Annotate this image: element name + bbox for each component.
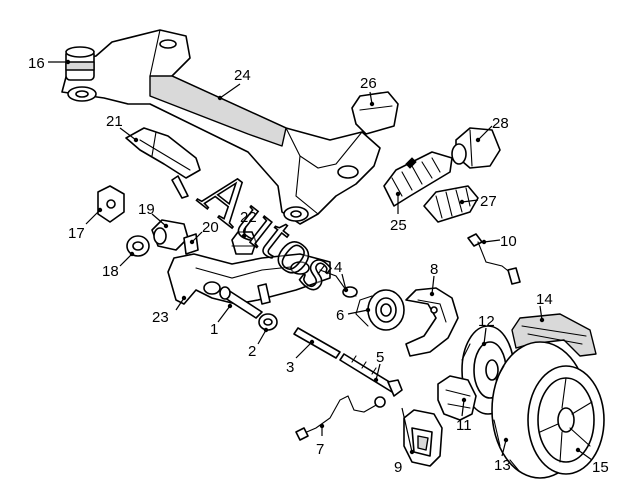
subframe-crossmember xyxy=(61,29,381,225)
callout-16: 16 xyxy=(28,55,45,72)
callout-9: 9 xyxy=(394,459,402,476)
reinforcement-bracket xyxy=(125,127,201,199)
callout-18: 18 xyxy=(102,263,119,280)
dust-boot xyxy=(451,127,501,169)
clip xyxy=(183,233,199,255)
callout-17: 17 xyxy=(68,225,85,242)
callout-4: 4 xyxy=(334,259,342,276)
bellows xyxy=(423,185,479,223)
callout-25: 25 xyxy=(390,217,407,234)
callout-27: 27 xyxy=(480,193,497,210)
callout-14: 14 xyxy=(536,291,553,308)
cover-pad xyxy=(351,91,399,135)
callout-13: 13 xyxy=(494,457,511,474)
callout-26: 26 xyxy=(360,75,377,92)
callout-11: 11 xyxy=(456,417,472,434)
callout-15: 15 xyxy=(592,459,609,476)
pivot-bush-small xyxy=(258,313,278,331)
wheel-hub xyxy=(355,289,405,331)
bush-mount xyxy=(65,46,95,81)
leader-lines xyxy=(48,59,593,461)
pivot-bolt xyxy=(219,286,263,319)
callout-10: 10 xyxy=(500,233,517,250)
callout-21: 21 xyxy=(106,113,123,130)
brake-hose xyxy=(467,233,521,285)
pivot-bush xyxy=(151,219,189,251)
callout-23: 23 xyxy=(152,309,169,326)
callout-1: 1 xyxy=(210,321,218,338)
backing-plate xyxy=(405,287,459,357)
callout-labels: 16 24 26 28 21 17 19 18 20 22 23 1 2 3 5… xyxy=(28,55,609,476)
guide-pin xyxy=(293,327,341,359)
bush-ring xyxy=(126,235,150,257)
long-bolt xyxy=(339,353,403,397)
callout-19: 19 xyxy=(138,201,155,218)
callout-24: 24 xyxy=(234,67,251,84)
bump-stop xyxy=(231,231,257,255)
callout-6: 6 xyxy=(336,307,344,324)
mounting-bracket xyxy=(97,185,125,223)
callout-22: 22 xyxy=(240,209,257,226)
bellows-gaiter xyxy=(383,151,453,207)
road-wheel xyxy=(491,341,605,479)
callout-20: 20 xyxy=(202,219,219,236)
callout-7: 7 xyxy=(316,441,324,458)
callout-2: 2 xyxy=(248,343,256,360)
callout-12: 12 xyxy=(478,313,495,330)
callout-3: 3 xyxy=(286,359,294,376)
brake-caliper xyxy=(437,375,477,421)
lower-arm xyxy=(167,253,331,305)
brake-pads xyxy=(403,409,443,467)
callout-28: 28 xyxy=(492,115,509,132)
callout-8: 8 xyxy=(430,261,438,278)
callout-5: 5 xyxy=(376,349,384,366)
abs-sensor-wire xyxy=(295,395,386,441)
